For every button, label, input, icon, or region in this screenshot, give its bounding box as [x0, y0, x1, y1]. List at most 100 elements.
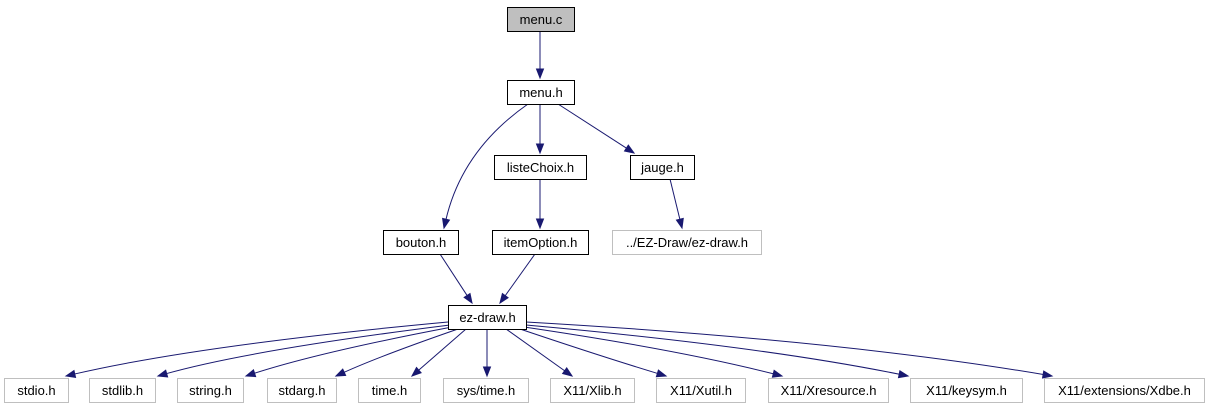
node-ezdraw-h[interactable]: ez-draw.h	[448, 305, 527, 330]
edge-ezdraw_h-to-stdarg_h	[334, 328, 459, 377]
edge-line	[343, 328, 459, 374]
edge-ezdraw_h-to-string_h	[244, 326, 453, 378]
edge-arrowhead	[244, 369, 257, 378]
edge-arrowhead	[623, 144, 636, 154]
edge-ezdraw_h-to-keysym_h	[525, 324, 910, 379]
edge-arrowhead	[1041, 370, 1054, 379]
node-box	[89, 378, 156, 403]
edge-line	[165, 324, 451, 375]
edge-line	[525, 324, 901, 375]
edge-line	[253, 326, 453, 375]
edge-arrowhead	[897, 369, 910, 379]
edge-arrowhead	[410, 366, 422, 377]
node-menu-c[interactable]: menu.c	[507, 7, 575, 32]
node-box	[267, 378, 337, 403]
edge-arrowhead	[535, 143, 545, 155]
edge-line	[417, 328, 467, 372]
edge-ezdraw_h-to-xresource_h	[523, 326, 784, 378]
edge-arrowhead	[334, 368, 347, 377]
node-xutil-h: X11/Xutil.h	[656, 378, 746, 403]
node-box	[630, 155, 695, 180]
node-xdbe-h: X11/extensions/Xdbe.h	[1044, 378, 1205, 403]
node-label: ez-draw.h	[459, 310, 515, 325]
node-label: bouton.h	[396, 235, 447, 250]
node-label: X11/Xlib.h	[563, 383, 621, 398]
edge-arrowhead	[771, 369, 784, 378]
node-string-h: string.h	[177, 378, 244, 403]
node-xresource-h: X11/Xresource.h	[768, 378, 889, 403]
edge-arrowhead	[463, 292, 473, 305]
nodes-layer: menu.c menu.h listeChoix.h jauge.h bouton.h i…	[4, 7, 1205, 403]
edge-ezdraw_h-to-xutil_h	[519, 328, 668, 378]
node-box	[768, 378, 889, 403]
node-box	[910, 378, 1023, 403]
node-label: X11/Xutil.h	[670, 383, 732, 398]
edge-ezdraw_h-to-xdbe_h	[525, 321, 1054, 379]
node-label: jauge.h	[640, 160, 684, 175]
node-stdarg-h: stdarg.h	[267, 378, 337, 403]
edge-line	[523, 326, 775, 375]
edge-line	[519, 328, 659, 375]
node-label: time.h	[372, 383, 407, 398]
edge-line	[439, 253, 469, 297]
edge-arrowhead	[675, 217, 684, 230]
node-box	[550, 378, 635, 403]
node-box	[494, 155, 587, 180]
node-box	[656, 378, 746, 403]
node-listeChoix-h[interactable]: listeChoix.h	[494, 155, 587, 180]
edges-layer	[64, 31, 1054, 379]
edge-line	[504, 253, 536, 297]
edge-ezdraw_h-to-stdlib_h	[156, 324, 451, 378]
node-label: ../EZ-Draw/ez-draw.h	[626, 235, 748, 250]
edge-arrowhead	[442, 217, 451, 230]
edge-itemOption_h-to-ezdraw_h	[499, 253, 536, 305]
node-label: string.h	[189, 383, 232, 398]
edge-ezdraw_h-to-sys_time_h	[482, 329, 492, 378]
node-box	[448, 305, 527, 330]
node-stdlib-h: stdlib.h	[89, 378, 156, 403]
node-ezdraw-rel: ../EZ-Draw/ez-draw.h	[612, 230, 762, 255]
edge-bouton_h-to-ezdraw_h	[439, 253, 473, 305]
node-label: listeChoix.h	[507, 160, 574, 175]
node-box	[612, 230, 762, 255]
edge-menu_h-to-jauge_h	[557, 103, 636, 154]
node-box	[4, 378, 69, 403]
edge-line	[505, 328, 566, 372]
node-itemOption-h[interactable]: itemOption.h	[492, 230, 589, 255]
node-label: stdio.h	[17, 383, 55, 398]
node-label: X11/extensions/Xdbe.h	[1058, 383, 1191, 398]
edge-ezdraw_h-to-stdio_h	[64, 321, 449, 378]
edge-arrowhead	[156, 369, 169, 378]
node-time-h: time.h	[358, 378, 421, 403]
node-box	[1044, 378, 1205, 403]
node-bouton-h[interactable]: bouton.h	[383, 230, 459, 255]
node-label: itemOption.h	[504, 235, 578, 250]
edge-line	[525, 321, 1045, 376]
edge-arrowhead	[535, 68, 545, 80]
node-stdio-h: stdio.h	[4, 378, 69, 403]
edge-arrowhead	[482, 366, 492, 378]
node-box	[383, 230, 459, 255]
edge-arrowhead	[499, 292, 509, 305]
node-xlib-h: X11/Xlib.h	[550, 378, 635, 403]
edge-listeChoix_h-to-itemOption_h	[535, 179, 545, 230]
edge-line	[669, 178, 681, 221]
node-box	[358, 378, 421, 403]
node-box	[492, 230, 589, 255]
node-jauge-h[interactable]: jauge.h	[630, 155, 695, 180]
edge-menu_h-to-bouton_h	[442, 103, 529, 230]
edge-ezdraw_h-to-time_h	[410, 328, 467, 377]
node-box	[443, 378, 529, 403]
node-label: X11/Xresource.h	[781, 383, 877, 398]
node-menu-h[interactable]: menu.h	[507, 80, 575, 105]
edge-line	[557, 103, 628, 150]
edge-ezdraw_h-to-xlib_h	[505, 328, 574, 377]
edge-line	[73, 321, 449, 375]
edge-arrowhead	[535, 218, 545, 230]
edge-menu_h-to-listeChoix_h	[535, 104, 545, 155]
node-label: sys/time.h	[457, 383, 516, 398]
edge-menu_c-to-menu_h	[535, 31, 545, 80]
node-label: stdarg.h	[279, 383, 326, 398]
node-box	[507, 80, 575, 105]
